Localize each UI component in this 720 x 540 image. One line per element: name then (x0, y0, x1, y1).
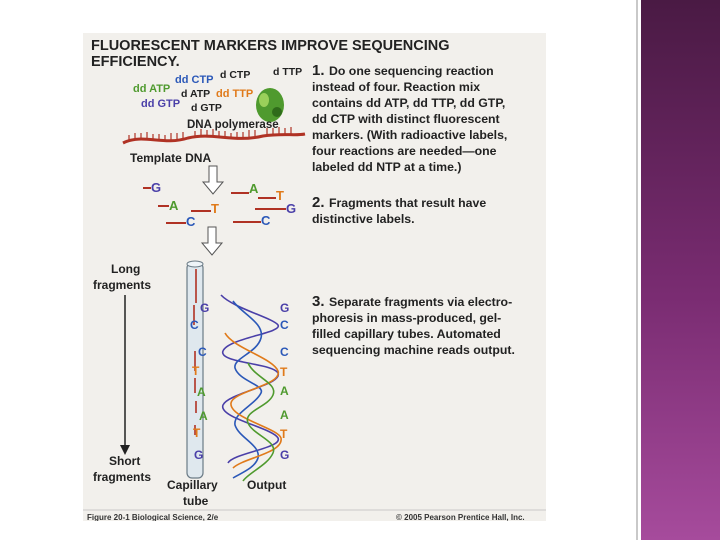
tube-letter: T (192, 364, 200, 378)
footer-source: Figure 20-1 Biological Science, 2/e (87, 513, 219, 521)
label-dctp: d CTP (220, 69, 250, 81)
output-letter: A (280, 408, 289, 422)
output-letter: A (280, 384, 289, 398)
step1-line: instead of four. Reaction mix (312, 80, 480, 94)
tube-letter: G (200, 301, 209, 315)
long-fragments-label-line1: Long (111, 262, 140, 276)
output-letter: T (280, 427, 288, 441)
step1-line: Do one sequencing reaction (329, 64, 494, 78)
sequencing-figure: FLUORESCENT MARKERS IMPROVE SEQUENCING E… (83, 33, 546, 521)
tube-bands (193, 269, 197, 435)
step3-line: filled capillary tubes. Automated (312, 327, 501, 341)
label-dttp: d TTP (273, 66, 302, 78)
fragment-letter: G (286, 201, 296, 216)
output-traces (220, 294, 282, 482)
down-arrow-icon (201, 165, 225, 195)
fragment-letter: A (249, 181, 259, 196)
tube-letter: A (197, 385, 206, 399)
label-dgtp: d GTP (191, 102, 222, 114)
capillary-label-line1: Capillary (167, 478, 218, 492)
step3-line: Separate fragments via electro- (329, 295, 512, 309)
step2-line: distinctive labels. (312, 212, 415, 226)
label-ddttp: dd TTP (216, 88, 253, 100)
polymerase-icon (256, 88, 284, 122)
tube-letter: C (198, 345, 207, 359)
short-fragments-label-line1: Short (109, 454, 140, 468)
output-letter: G (280, 301, 289, 315)
tube-letter: G (194, 448, 203, 462)
fragment-letter: A (169, 198, 179, 213)
label-ddgtp: dd GTP (141, 98, 180, 110)
capillary-label-line2: tube (183, 494, 209, 508)
fragment-letter: T (276, 188, 284, 203)
step1-line: dd CTP with distinct fluorescent (312, 112, 500, 126)
long-fragments-label-line2: fragments (93, 278, 151, 292)
output-letter: G (280, 448, 289, 462)
tube-letter: T (193, 426, 201, 440)
step3-line: phoresis in mass-produced, gel- (312, 311, 501, 325)
output-letter: C (280, 345, 289, 359)
sidebar-divider (636, 0, 638, 540)
step3-number: 3. (312, 293, 325, 310)
step2-number: 2. (312, 194, 325, 211)
fragment-letter: G (151, 180, 161, 195)
step1-line: labeled dd NTP at a time.) (312, 160, 461, 174)
output-letter: T (280, 365, 288, 379)
label-ddctp: dd CTP (175, 74, 214, 86)
figure-title-line2: EFFICIENCY. (91, 54, 180, 70)
size-axis-arrowhead-icon (120, 445, 130, 455)
label-datp: d ATP (181, 88, 210, 100)
output-letter: C (280, 318, 289, 332)
fragment-letter: C (186, 214, 196, 229)
fragment-letter: C (261, 213, 271, 228)
step1-line: markers. (With radioactive labels, (312, 128, 507, 142)
label-ddatp: dd ATP (133, 83, 170, 95)
step1-line: four reactions are needed—one (312, 144, 497, 158)
labeled-fragments (143, 187, 286, 224)
step3-line: sequencing machine reads output. (312, 343, 515, 357)
capillary-tube-top (186, 260, 204, 268)
step2-line: Fragments that result have (329, 196, 486, 210)
tube-letter: C (190, 318, 199, 332)
template-dna-strand (122, 127, 306, 145)
short-fragments-label-line2: fragments (93, 470, 151, 484)
output-label: Output (247, 478, 286, 492)
purple-sidebar (641, 0, 720, 540)
footer-copyright: © 2005 Pearson Prentice Hall, Inc. (396, 513, 525, 521)
step1-line: contains dd ATP, dd TTP, dd GTP, (312, 96, 505, 110)
figure-title-line1: FLUORESCENT MARKERS IMPROVE SEQUENCING (91, 38, 450, 54)
figure-canvas: FLUORESCENT MARKERS IMPROVE SEQUENCING E… (83, 38, 546, 521)
polymerase-label: DNA polymerase (187, 119, 279, 131)
down-arrow-icon (200, 226, 224, 256)
template-dna-label: Template DNA (130, 151, 211, 165)
fragment-letter: T (211, 201, 219, 216)
step1-number: 1. (312, 62, 325, 79)
tube-letter: A (199, 409, 208, 423)
